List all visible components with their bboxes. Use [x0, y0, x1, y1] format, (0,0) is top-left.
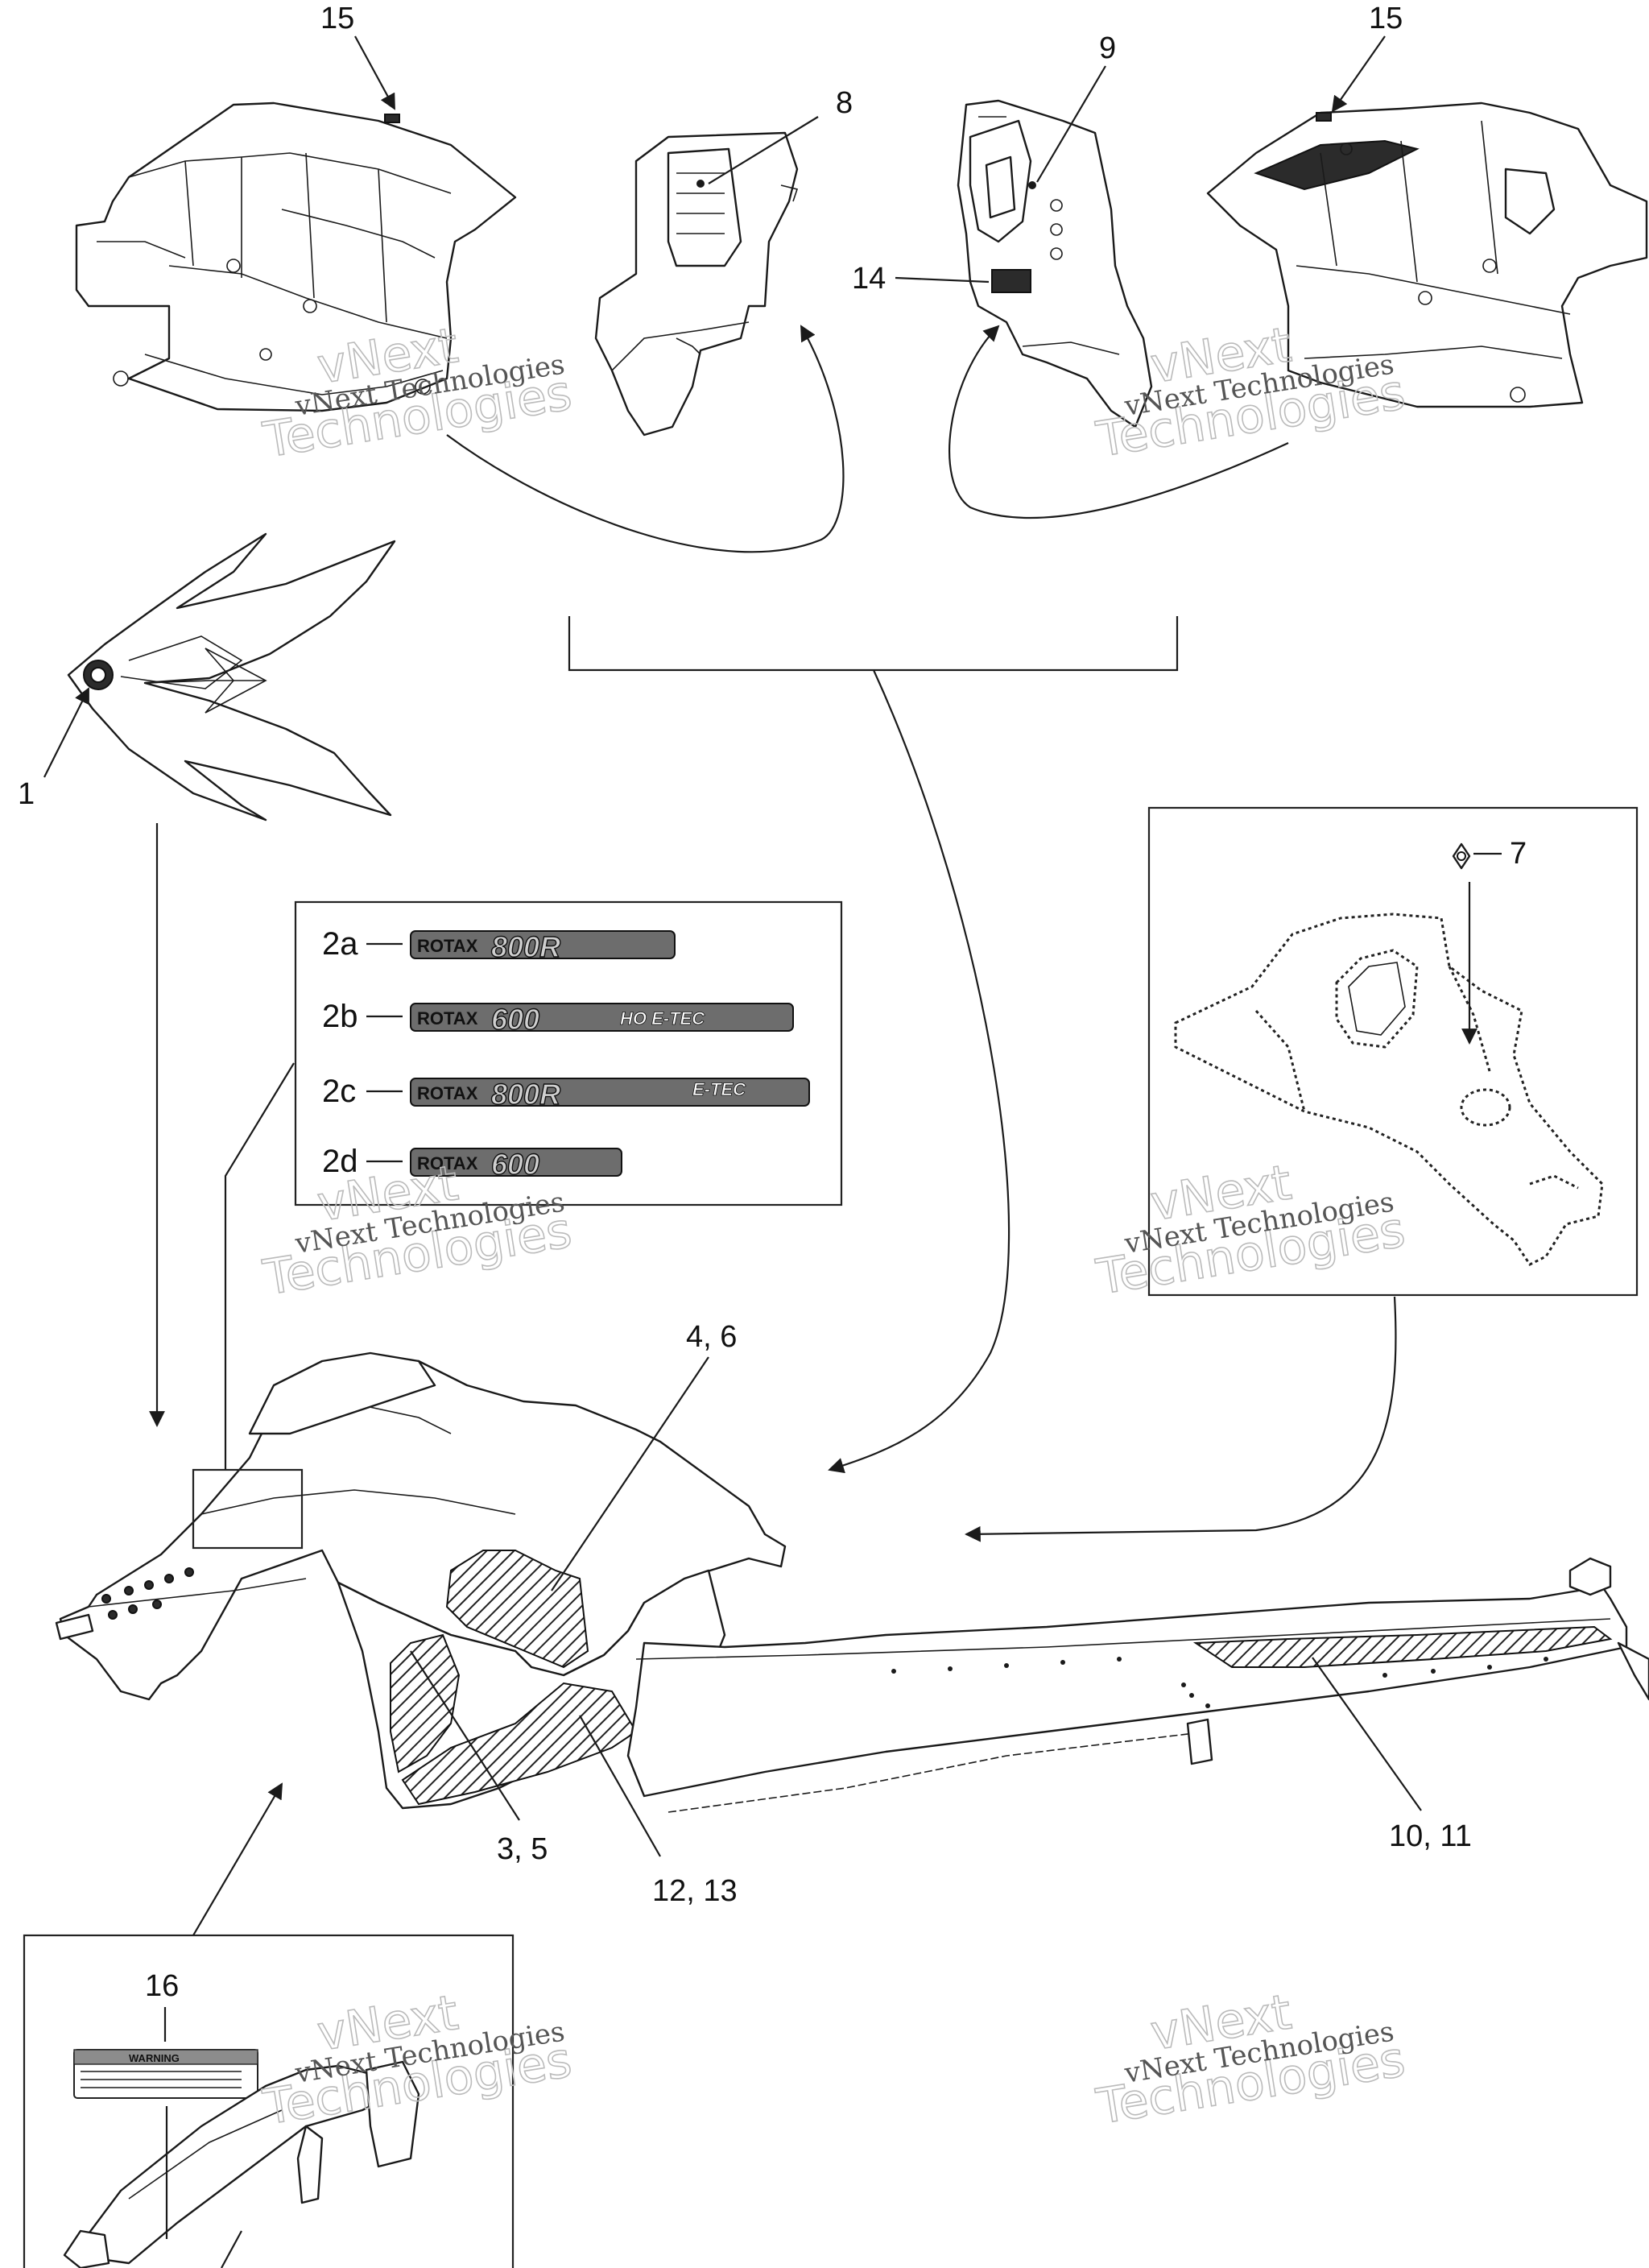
leader-3-5	[410, 1650, 520, 1821]
warning-detail-box	[23, 1934, 515, 2268]
decal-variants-box	[294, 900, 843, 1206]
callout-14: 14	[852, 262, 886, 296]
decal-2b-suffix: HO E-TEC	[620, 1008, 705, 1028]
leader-14	[895, 276, 990, 284]
callout-15-right: 15	[1369, 2, 1403, 35]
decal-2c-suffix: E-TEC	[692, 1079, 746, 1099]
watermark-bottom-right: vNext Technologies vNext Technologies	[1092, 1984, 1409, 2137]
warning-label-16: WARNING	[73, 2049, 258, 2099]
callout-2a: 2a	[322, 926, 358, 962]
leader-10-11	[1312, 1657, 1422, 1811]
hatched-decal-10-11	[1192, 1625, 1613, 1668]
watermark-top-left: vNext Technologies vNext Technologies	[258, 317, 576, 470]
hood-nose	[67, 532, 396, 822]
main-side-view	[55, 1351, 1649, 1813]
decal-2d-model: 600	[491, 1148, 539, 1181]
leader-9	[1036, 65, 1106, 183]
callout-16: 16	[145, 1969, 179, 2003]
right-panel-decal-15	[1254, 139, 1420, 191]
connector-curve-right	[948, 325, 1289, 519]
bracket-arrow	[828, 669, 1010, 1474]
callout-4-6: 4, 6	[686, 1320, 737, 1354]
decal-2b-brand: ROTAX	[417, 1008, 478, 1028]
callout-1: 1	[18, 777, 35, 811]
leader-8	[708, 116, 819, 184]
callout-3-5: 3, 5	[497, 1832, 548, 1866]
callout-12-13: 12, 13	[652, 1874, 738, 1908]
decal-leader	[224, 1062, 295, 1470]
decal-row-2a: ROTAX 800R	[366, 929, 676, 964]
leader-4-6	[551, 1356, 709, 1591]
warning-heading: WARNING	[129, 2052, 180, 2064]
callout-10-11: 10, 11	[1389, 1819, 1472, 1853]
hatched-decal-4-6	[445, 1550, 589, 1669]
right-side-panel	[1206, 101, 1648, 408]
decal-2a-brand: ROTAX	[417, 936, 478, 956]
callout-15-left: 15	[320, 2, 354, 35]
decal-2c-brand: ROTAX	[417, 1083, 478, 1103]
watermark-bottom-left: vNext Technologies vNext Technologies	[258, 1984, 576, 2137]
left-panel-decal-15	[384, 114, 400, 123]
decal-2c-model: 800R	[491, 1078, 560, 1111]
console-connector	[965, 1296, 1397, 1542]
callout-2d: 2d	[322, 1144, 358, 1179]
inner-right-panel	[957, 99, 1153, 428]
decal-2d-brand: ROTAX	[417, 1153, 478, 1173]
hatched-decal-3-5	[390, 1633, 461, 1773]
decal-location-box	[192, 1468, 304, 1550]
fastener-7	[1452, 842, 1502, 1045]
console-detail-box	[1147, 806, 1639, 1297]
leader-15-right	[1331, 35, 1386, 113]
callout-2c: 2c	[322, 1074, 356, 1109]
leader-12-13	[579, 1715, 661, 1857]
callout-8: 8	[836, 86, 853, 120]
leader-1	[43, 687, 89, 778]
left-side-panel	[75, 101, 517, 412]
callout-2b: 2b	[322, 999, 358, 1034]
decal-2b-model: 600	[491, 1003, 539, 1036]
frame-assembly	[63, 2060, 420, 2268]
badge-decal-14	[991, 269, 1031, 293]
watermark-mid-right: vNext Technologies vNext Technologies	[1092, 1154, 1409, 1307]
group-bracket	[568, 616, 1179, 672]
callout-7: 7	[1510, 837, 1527, 871]
connector-curve-left	[446, 325, 845, 553]
callout-9: 9	[1099, 31, 1116, 65]
leader-15-left	[354, 35, 395, 110]
decal-2a-model: 800R	[491, 930, 560, 963]
decal-row-2c: ROTAX 800R E-TEC	[366, 1077, 810, 1111]
warning-arrow	[192, 1782, 283, 1936]
inner-left-panel	[594, 131, 799, 437]
decal-row-2b: ROTAX 600 HO E-TEC	[366, 1002, 794, 1037]
decal-row-2d: ROTAX 600	[366, 1147, 622, 1182]
frame-leader	[221, 2230, 242, 2268]
